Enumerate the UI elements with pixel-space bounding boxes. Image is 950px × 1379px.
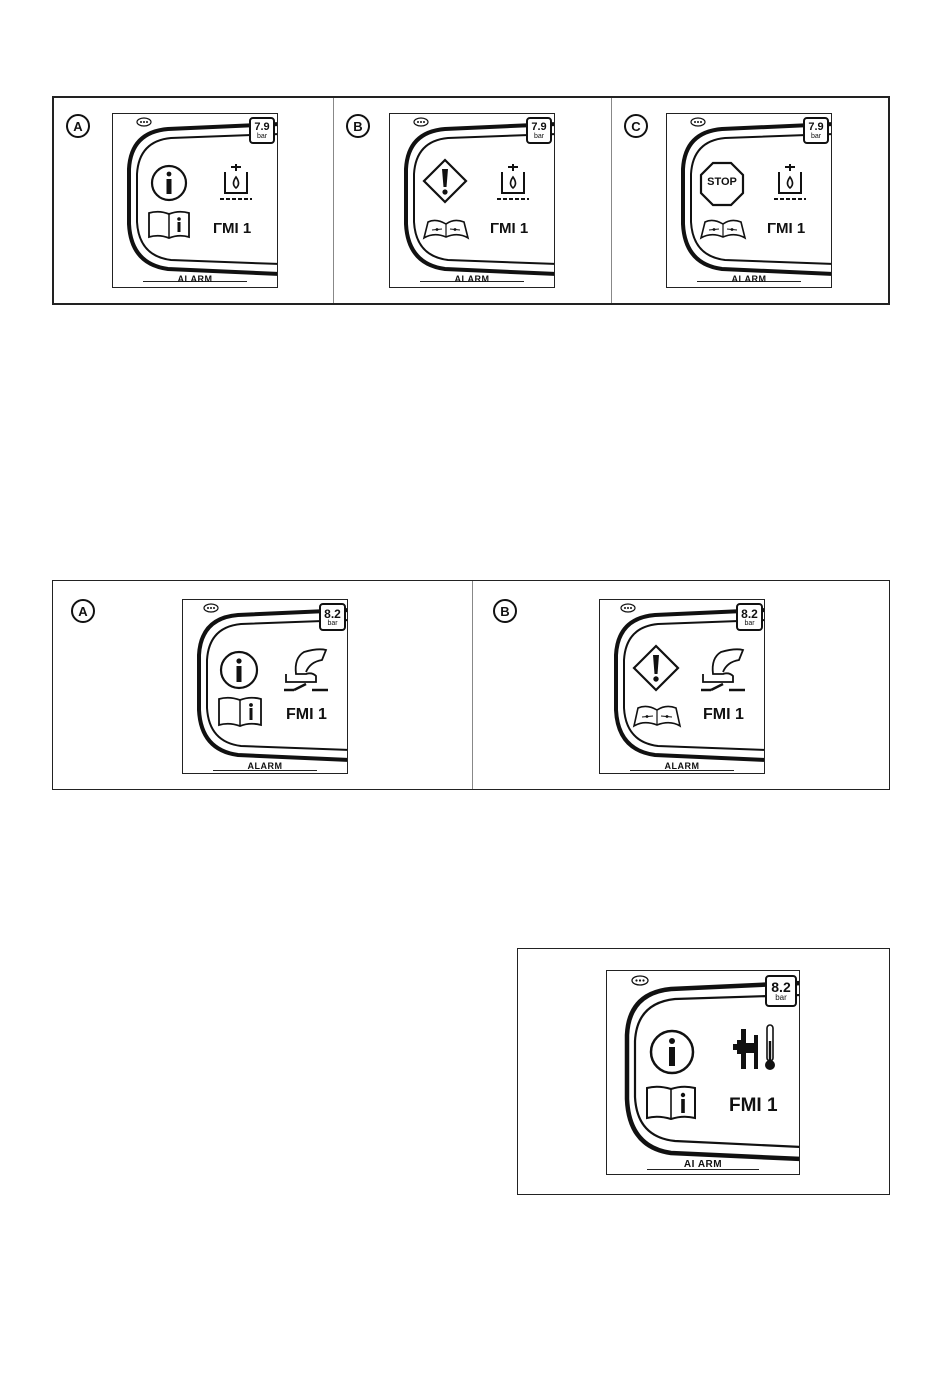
display-screen: 8.2 bar FMI 1 ALARM xyxy=(182,599,348,774)
pressure-value: 7.9 xyxy=(805,122,827,133)
panel-label: A xyxy=(71,599,95,623)
panel-label: A xyxy=(66,114,90,138)
panel-divider xyxy=(333,98,334,303)
oil-tank-icon xyxy=(219,163,253,205)
transmission-temperature-icon xyxy=(729,1021,779,1081)
pressure-unit: bar xyxy=(738,620,761,627)
panel-label: B xyxy=(346,114,370,138)
display-screen: 7.9 bar ΓMI 1 ALARM xyxy=(389,113,555,288)
panel-divider xyxy=(472,581,473,789)
pressure-badge: 8.2 bar xyxy=(319,603,346,631)
fault-code: ΓMI 1 xyxy=(490,220,528,237)
panel-label: C xyxy=(624,114,648,138)
alarm-label: ALARM xyxy=(390,274,554,284)
manual-info-icon xyxy=(645,1085,697,1121)
info-icon xyxy=(219,650,259,690)
network-status-icon xyxy=(413,117,429,127)
display-screen: 8.2 bar FMI 1 AI ARM xyxy=(606,970,800,1175)
pressure-badge: 8.2 bar xyxy=(765,975,797,1007)
stop-text: STOP xyxy=(699,176,745,188)
display-screen: 8.2 bar FMI 1 ALARM xyxy=(599,599,765,774)
pressure-value: 7.9 xyxy=(251,122,273,133)
open-manual-icon xyxy=(699,218,747,240)
network-status-icon xyxy=(631,975,649,986)
alarm-figure-single: 8.2 bar FMI 1 AI ARM xyxy=(517,948,890,1195)
pressure-value: 8.2 xyxy=(767,980,795,994)
fault-code: ΓMI 1 xyxy=(213,220,251,237)
warning-icon xyxy=(632,644,680,692)
pressure-badge: 7.9 bar xyxy=(526,117,552,144)
alarm-label: ALARM xyxy=(113,274,277,284)
alarm-label: ALARM xyxy=(183,761,347,771)
pressure-unit: bar xyxy=(321,620,344,627)
oil-tank-icon xyxy=(773,163,807,205)
alarm-figure-row-1: A 7.9 bar ΓMI 1 ALARM B xyxy=(52,96,890,305)
fault-code: ΓMI 1 xyxy=(767,220,805,237)
open-manual-icon xyxy=(632,704,682,728)
seat-switch-icon xyxy=(699,646,749,694)
seat-switch-icon xyxy=(282,646,332,694)
panel-label: B xyxy=(493,599,517,623)
info-icon xyxy=(649,1029,695,1075)
stop-icon: STOP xyxy=(699,161,745,207)
network-status-icon xyxy=(690,117,706,127)
pressure-badge: 7.9 bar xyxy=(249,117,275,144)
network-status-icon xyxy=(620,603,636,613)
network-status-icon xyxy=(203,603,219,613)
panel-divider xyxy=(611,98,612,303)
open-manual-icon xyxy=(422,218,470,240)
pressure-badge: 7.9 bar xyxy=(803,117,829,144)
pressure-unit: bar xyxy=(528,133,550,140)
oil-tank-icon xyxy=(496,163,530,205)
pressure-unit: bar xyxy=(251,133,273,140)
pressure-value: 7.9 xyxy=(528,122,550,133)
pressure-value: 8.2 xyxy=(321,608,344,620)
info-icon xyxy=(150,164,188,202)
manual-info-icon xyxy=(217,696,263,728)
fault-code: FMI 1 xyxy=(729,1095,778,1117)
pressure-value: 8.2 xyxy=(738,608,761,620)
display-screen: 7.9 bar ΓMI 1 ALARM xyxy=(112,113,278,288)
alarm-label: ALARM xyxy=(600,761,764,771)
network-status-icon xyxy=(136,117,152,127)
pressure-unit: bar xyxy=(767,994,795,1002)
fault-code: FMI 1 xyxy=(703,706,744,724)
alarm-label: ALARM xyxy=(667,274,831,284)
alarm-figure-row-2: A 8.2 bar FMI 1 ALARM B xyxy=(52,580,890,790)
manual-info-icon xyxy=(147,210,191,240)
alarm-label: AI ARM xyxy=(607,1159,799,1170)
pressure-unit: bar xyxy=(805,133,827,140)
pressure-badge: 8.2 bar xyxy=(736,603,763,631)
display-screen: 7.9 bar STOP ΓMI 1 ALARM xyxy=(666,113,832,288)
warning-icon xyxy=(422,158,468,204)
fault-code: FMI 1 xyxy=(286,706,327,724)
